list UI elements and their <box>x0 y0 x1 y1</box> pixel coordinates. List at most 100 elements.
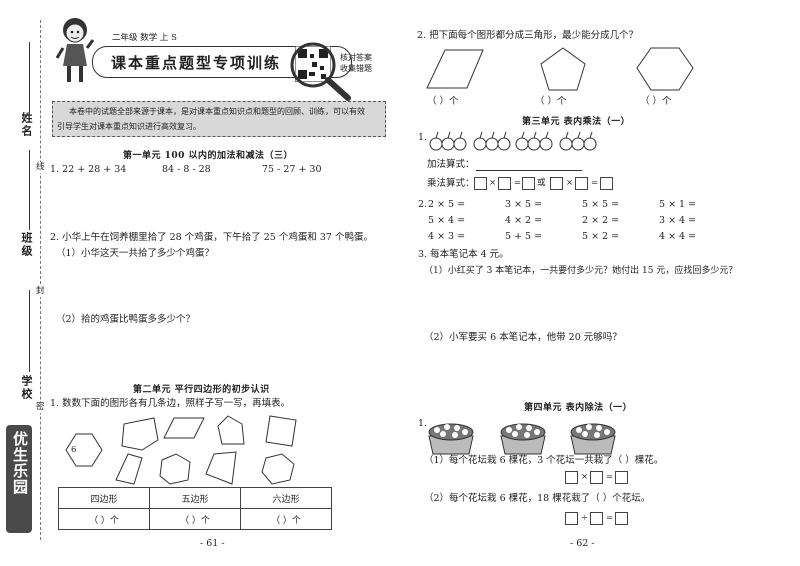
q1-c: 75 - 27 + 30 <box>262 164 322 175</box>
mascot-girl <box>55 14 95 92</box>
or-text: 或 <box>537 178 546 188</box>
hexagon-label: 6 <box>71 445 77 455</box>
equals-sign-2: = <box>591 178 599 188</box>
cell-quad[interactable]: （ ）个 <box>58 508 150 530</box>
calc-1-3: 3 × 4 = <box>659 215 697 226</box>
intro-line-1: 本卷中的试题全部来源于课本，是对课本重点知识点和题型的回顾、训练，可以有效 <box>69 107 365 116</box>
calc-0-3: 5 × 1 = <box>659 199 697 210</box>
u4-sub1: （1）每个花坛栽 6 棵花，3 个花坛一共栽了（ ）棵花。 <box>424 455 664 466</box>
cell-hex[interactable]: （ ）个 <box>240 508 332 530</box>
mul-box-4[interactable] <box>550 177 563 190</box>
u4-div-box-2[interactable] <box>590 512 603 525</box>
u2-q1-text: 1. 数数下面的图形各有几条边，照样子写一写，再填表。 <box>50 398 291 409</box>
pentagon-figure <box>540 47 586 91</box>
apple-groups <box>428 128 598 158</box>
qr-text-1: 核对答案 <box>340 53 372 62</box>
equals-sign-1: = <box>514 178 522 188</box>
banner-title: 课本重点题型专项训练 <box>111 54 282 72</box>
seal-char: 封 <box>36 286 45 297</box>
mul-box-3[interactable] <box>522 177 535 190</box>
flower-beds <box>425 418 655 460</box>
shape-pentagon-1 <box>121 417 159 451</box>
shape-quad-3 <box>205 451 237 485</box>
apple-group-4 <box>559 131 597 151</box>
add-formula-line[interactable] <box>476 170 582 171</box>
intro-box: 本卷中的试题全部来源于课本，是对课本重点知识点和题型的回顾、训练，可以有效 引导… <box>52 101 386 137</box>
school-underline <box>29 290 30 372</box>
intro-line-2: 引导学生对课本重点知识进行高效复习。 <box>57 122 201 131</box>
r-q2-answer-2[interactable]: （ ）个 <box>535 96 567 107</box>
calc-1-2: 2 × 2 = <box>582 215 620 226</box>
th-pent: 五边形 <box>149 487 241 509</box>
apple-group-2 <box>473 131 511 151</box>
shape-count-table: 四边形 五边形 六边形 （ ）个 （ ）个 （ ）个 <box>58 487 332 530</box>
calc-0-0: 2 × 5 = <box>428 199 466 210</box>
r-q2-answer-1[interactable]: （ ）个 <box>427 96 459 107</box>
u4-mul-box-2[interactable] <box>590 471 603 484</box>
q1-b: 84 - 8 - 28 <box>162 164 211 175</box>
u4-mul-box-3[interactable] <box>615 471 628 484</box>
binding-line <box>40 20 41 540</box>
shape-quad-1 <box>265 415 297 447</box>
shape-hex-3 <box>261 453 295 485</box>
flower-bed-3 <box>570 423 616 455</box>
calc-2-0: 4 × 3 = <box>428 231 466 242</box>
apple-group-1 <box>429 131 467 151</box>
mul-box-1[interactable] <box>474 177 487 190</box>
u4-div-sign: ÷ <box>581 513 589 523</box>
subheader: 二年级 数学 上 S <box>112 33 177 43</box>
magnifier-icon <box>288 40 358 106</box>
r-q2-answer-3[interactable]: （ ）个 <box>640 96 672 107</box>
shape-parallelogram <box>163 417 205 439</box>
u4-equals-sign-2: = <box>606 513 614 523</box>
calc-1-0: 5 × 4 = <box>428 215 466 226</box>
page-number-left: - 61 - <box>200 538 225 549</box>
brand-logo-text: 优生乐园 <box>11 431 29 495</box>
unit2-title: 第二单元 平行四边形的初步认识 <box>133 385 270 395</box>
q2-text: 2. 小华上午在饲养棚里拾了 28 个鸡蛋，下午拾了 25 个鸡蛋和 37 个鸭… <box>50 232 373 243</box>
u3-q3-text: 3. 每本笔记本 4 元。 <box>418 249 509 260</box>
seal-char-2: 密 <box>36 402 45 413</box>
brand-logo: 优生乐园 <box>6 425 32 533</box>
u4-mul-box-1[interactable] <box>565 471 578 484</box>
times-sign-2: × <box>566 178 574 188</box>
q2-sub2: （2）拾的鸡蛋比鸭蛋多多少个？ <box>56 314 196 325</box>
shape-pentagon-2 <box>217 415 245 445</box>
flower-bed-1 <box>428 423 474 455</box>
calc-2-2: 5 × 2 = <box>582 231 620 242</box>
hexagon-example <box>65 433 103 467</box>
qr-text-2: 收集错题 <box>340 64 372 73</box>
th-quad: 四边形 <box>58 487 150 509</box>
name-label: 姓名 <box>20 112 33 138</box>
polygon-figures <box>425 46 705 96</box>
u4-q1-label: 1. <box>418 418 428 429</box>
u4-times-sign: × <box>581 472 589 482</box>
page-number-right: - 62 - <box>570 538 595 549</box>
th-hex: 六边形 <box>240 487 332 509</box>
u3-q1-label: 1. <box>418 132 428 143</box>
class-label: 班级 <box>20 232 33 258</box>
calc-0-1: 3 × 5 = <box>505 199 543 210</box>
u4-sub2: （2）每个花坛栽 6 棵花，18 棵花栽了（ ）个花坛。 <box>424 493 651 504</box>
calc-2-1: 5 + 5 = <box>505 231 543 242</box>
q2-sub1: （1）小华这天一共拾了多少个鸡蛋？ <box>56 248 215 259</box>
mul-box-6[interactable] <box>600 177 613 190</box>
mul-box-5[interactable] <box>575 177 588 190</box>
u3-q3-sub1: （1）小红买了 3 本笔记本，一共要付多少元？她付出 15 元，应找回多少元？ <box>424 266 738 276</box>
u3-q3-sub2: （2）小军要买 6 本笔记本，他带 20 元够吗？ <box>424 332 622 343</box>
cell-pent[interactable]: （ ）个 <box>149 508 241 530</box>
u4-div-box-1[interactable] <box>565 512 578 525</box>
name-underline <box>29 42 30 112</box>
u4-div-box-3[interactable] <box>615 512 628 525</box>
mul-box-2[interactable] <box>498 177 511 190</box>
hexagon-figure <box>636 47 694 91</box>
parallelogram-figure <box>426 49 484 89</box>
calc-2-3: 4 × 4 = <box>659 231 697 242</box>
school-label: 学校 <box>20 375 33 401</box>
apple-group-3 <box>515 131 553 151</box>
r-q2-text: 2. 把下面每个图形都分成三角形，最少能分成几个？ <box>417 30 639 41</box>
unit3-title: 第三单元 表内乘法（一） <box>522 117 631 127</box>
shape-hex-2 <box>159 453 191 485</box>
u4-equals-sign-1: = <box>606 472 614 482</box>
mul-formula-label: 乘法算式： <box>427 178 475 189</box>
